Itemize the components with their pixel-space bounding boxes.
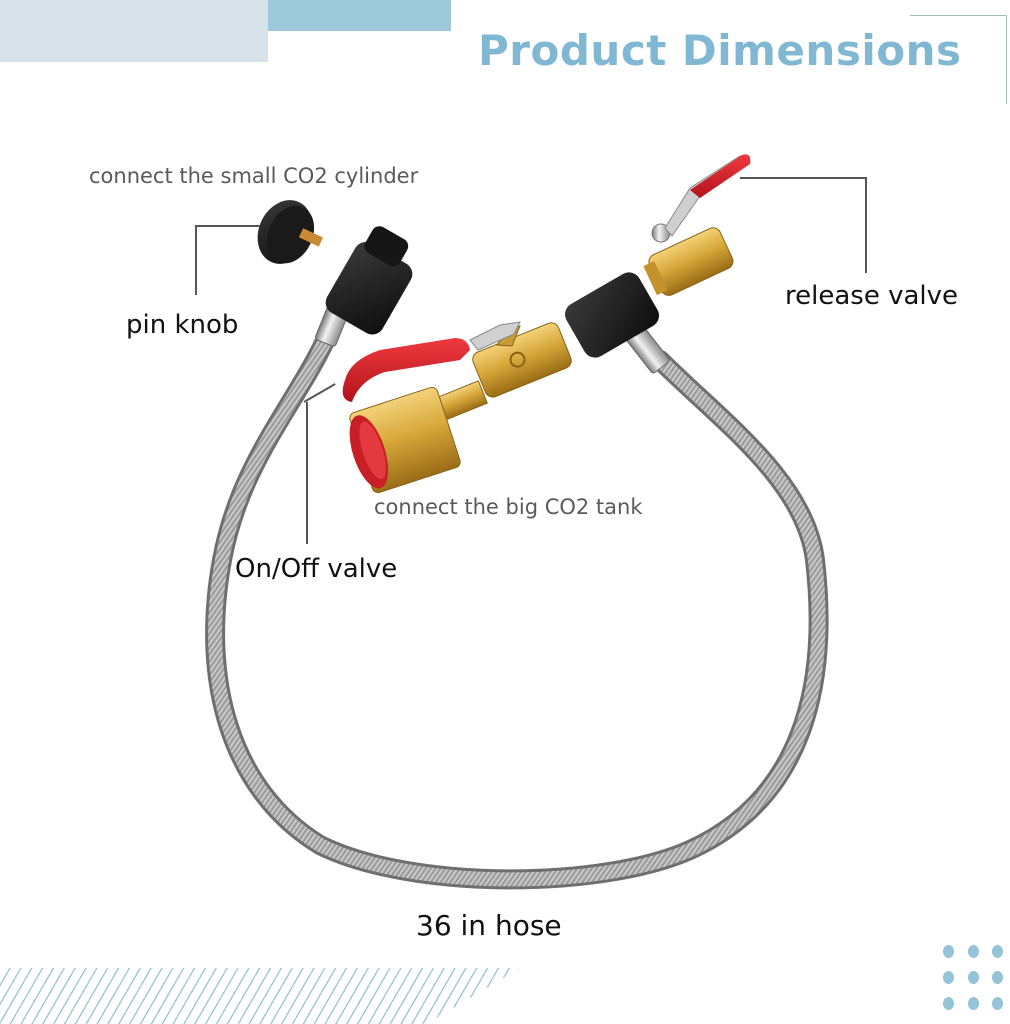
header-decor-blue-block — [268, 0, 451, 31]
header-decor-gray-block — [0, 0, 268, 62]
pin-knob-leader-vertical — [195, 225, 197, 295]
release-valve-leader-horizontal — [740, 177, 866, 179]
page-title: Product Dimensions — [478, 26, 962, 75]
release-valve-leader-vertical — [865, 177, 867, 273]
label-big-co2-tank: connect the big CO2 tank — [374, 495, 643, 519]
title-corner-bracket — [910, 15, 1007, 104]
braided-hose — [205, 320, 829, 890]
big-tank-nut — [349, 386, 461, 494]
label-on-off-valve: On/Off valve — [235, 554, 398, 584]
footer-decor-dot-grid — [943, 945, 1009, 1011]
t-body-connector — [565, 272, 659, 358]
label-release-valve: release valve — [785, 281, 958, 311]
pin-knob-assembly — [257, 200, 413, 335]
label-pin-knob: pin knob — [126, 310, 239, 340]
label-small-co2-cylinder: connect the small CO2 cylinder — [89, 164, 419, 188]
release-valve — [643, 154, 751, 296]
footer-decor-hatch — [0, 968, 520, 1024]
on-off-valve-leader-vertical — [306, 402, 308, 544]
pin-knob-leader-horizontal — [195, 225, 260, 227]
label-hose-length: 36 in hose — [416, 909, 562, 942]
